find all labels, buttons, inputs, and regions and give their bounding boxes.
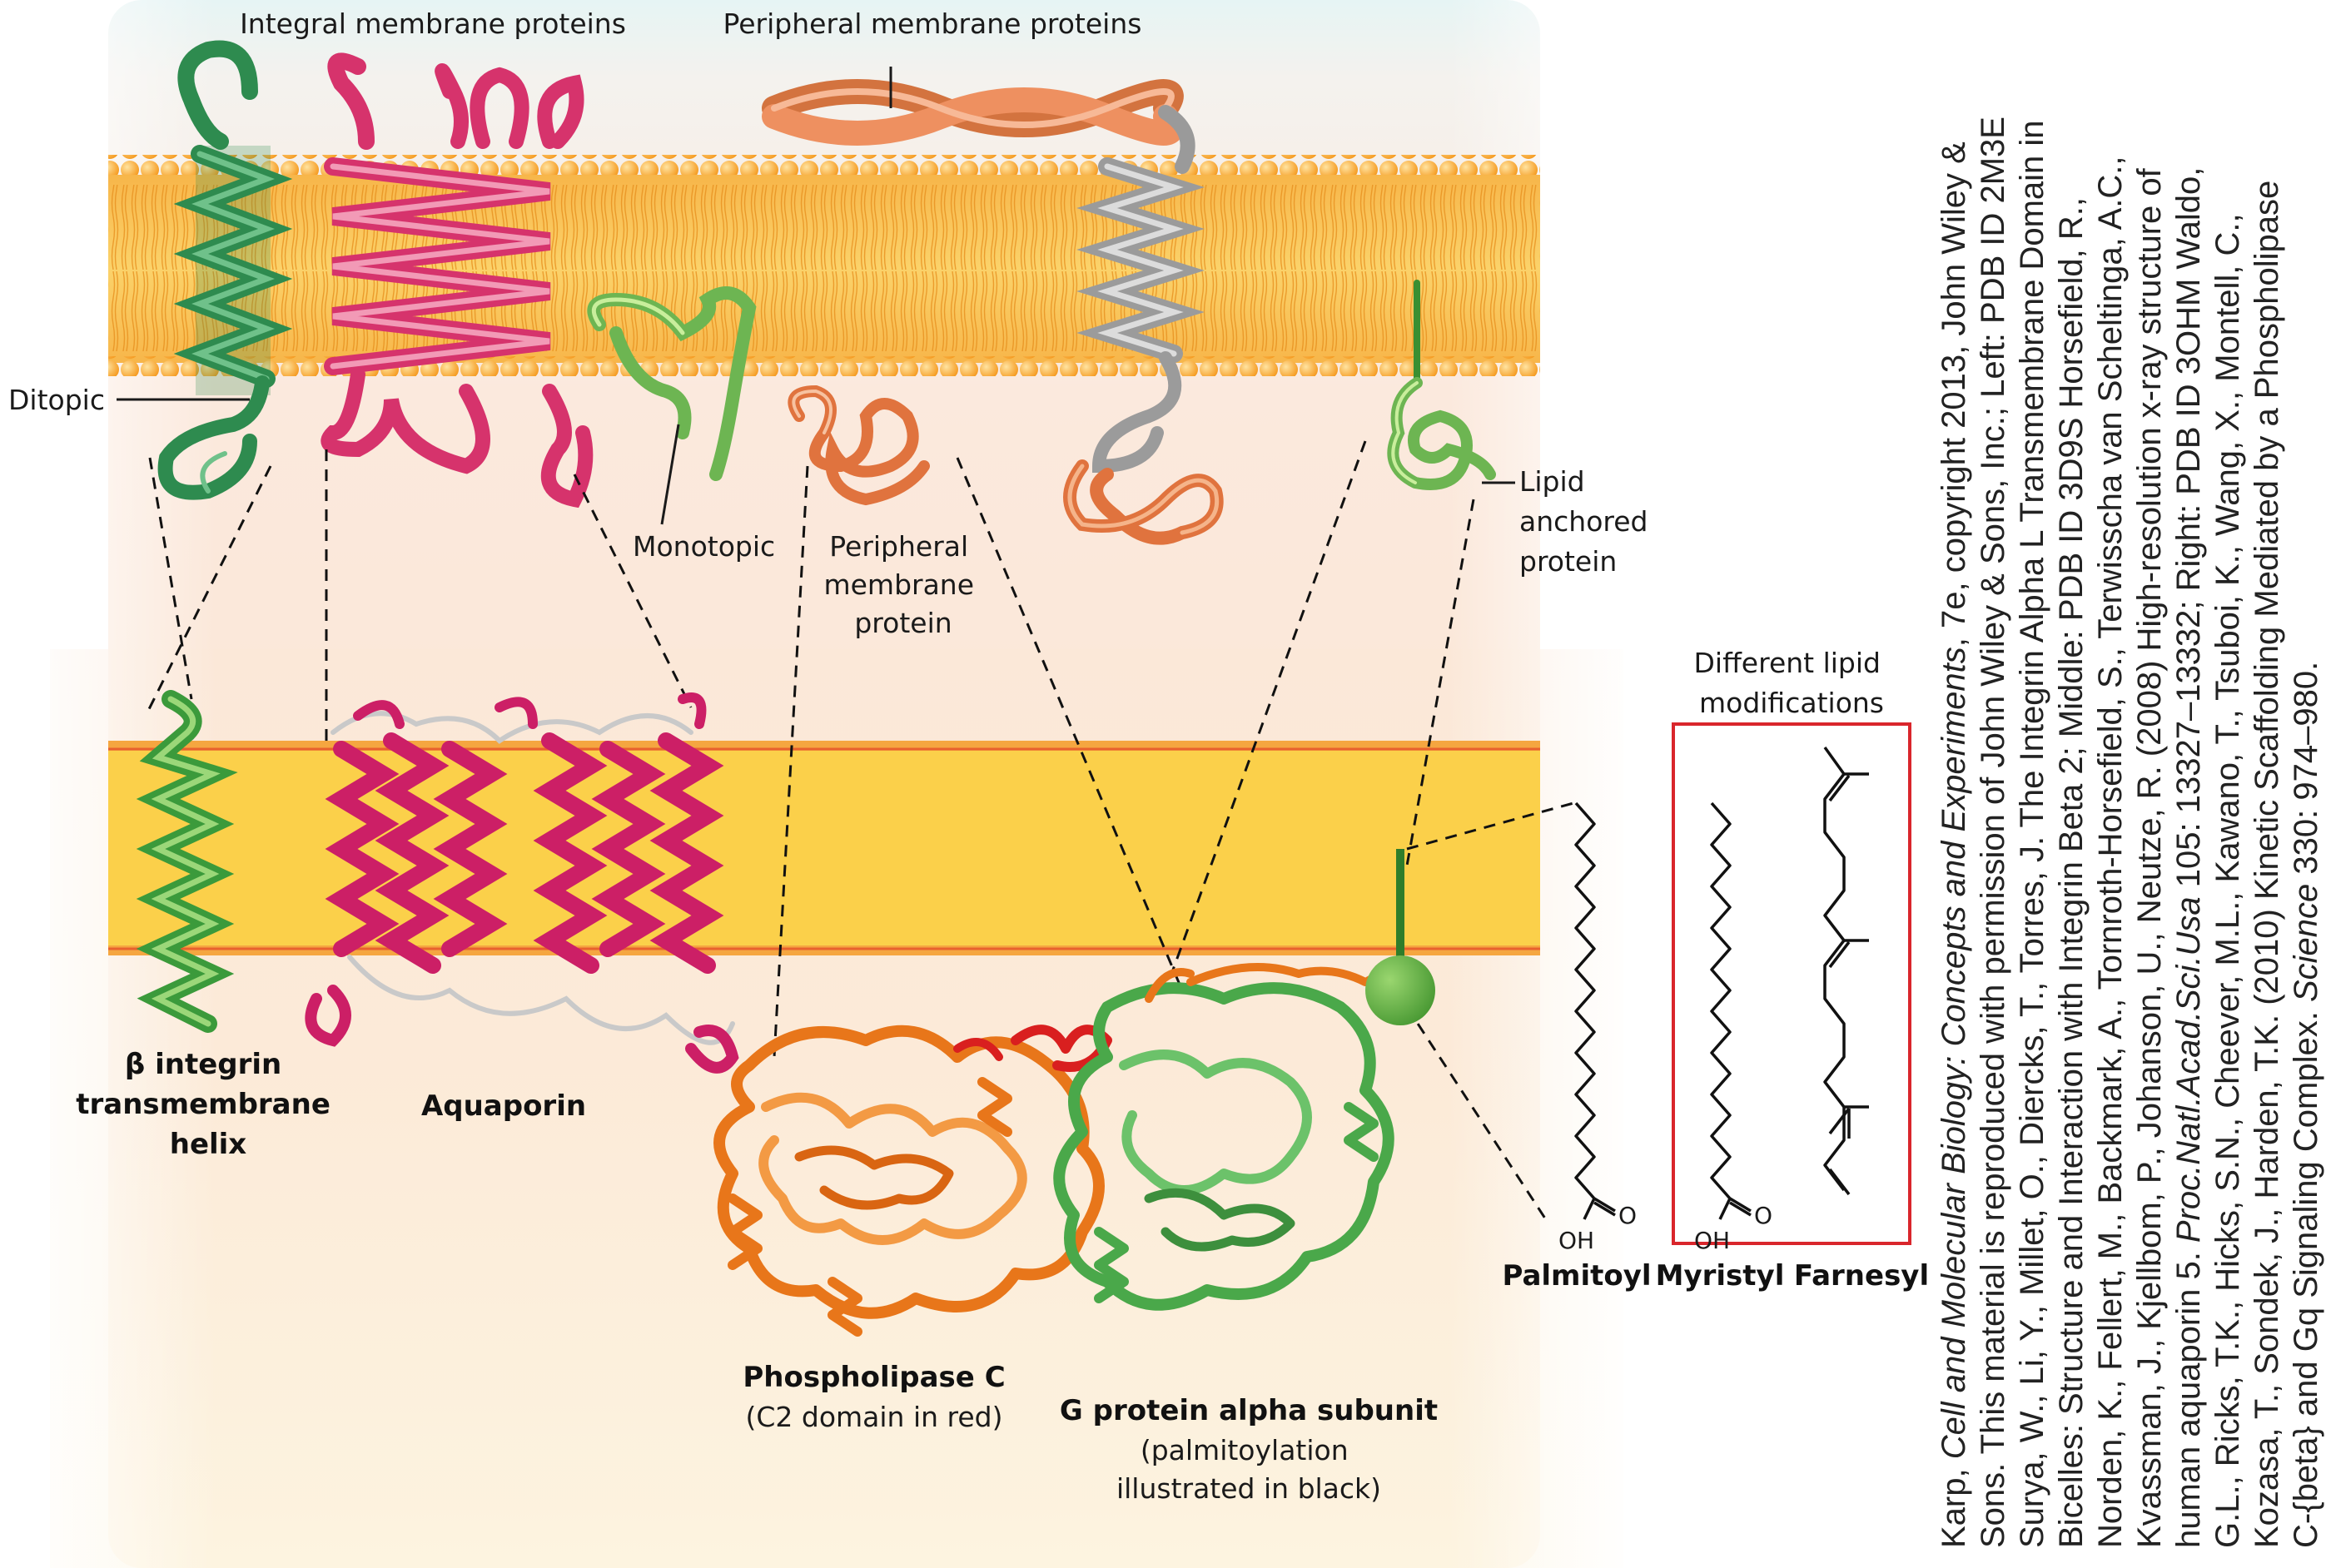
label-integral-membrane-proteins: Integral membrane proteins	[240, 7, 626, 40]
phospholipase-c-ribbon	[713, 1025, 1112, 1337]
leader-lines	[117, 67, 1515, 525]
label-aquaporin: Aquaporin	[421, 1089, 586, 1123]
aquaporin-ribbon	[305, 692, 739, 1074]
peripheral-coiled-coil-cartoon	[762, 79, 1195, 174]
peripheral-protein-cartoon	[788, 385, 930, 506]
label-ditopic: Ditopic	[8, 384, 105, 416]
farnesyl-structure	[1823, 746, 1869, 1196]
gray-transmembrane-cartoon	[1063, 157, 1224, 545]
ditopic-integrin-cartoon	[157, 40, 293, 500]
label-farnesyl: Farnesyl	[1794, 1259, 1929, 1293]
lipid-modifications-box	[1672, 722, 1911, 1245]
atom-o-myristyl: O	[1754, 1202, 1772, 1229]
zoom-dashed-lines	[144, 440, 1574, 1224]
atom-oh-palmitoyl: OH	[1558, 1227, 1594, 1254]
label-different-lipid-modifications: Different lipid modifications	[1693, 647, 1889, 719]
label-peripheral-membrane-protein: Peripheral membrane protein	[823, 530, 982, 639]
label-lipid-anchored-protein: Lipid anchored protein	[1519, 465, 1657, 578]
label-phospholipase-c: Phospholipase C	[743, 1361, 1005, 1394]
label-g-protein-alpha: G protein alpha subunit	[1060, 1394, 1438, 1427]
credit-line-9: C-{beta} and Gq Signaling Complex. Scien…	[2288, 662, 2324, 1548]
monotopic-cartoon	[587, 286, 757, 481]
credit-line-7: G.L., Ricks, T.K., Hicks, S.N., Cheever,…	[2209, 213, 2246, 1548]
myristyl-structure	[1710, 801, 1752, 1220]
label-c2-domain-note: (C2 domain in red)	[745, 1401, 1002, 1433]
lipid-bilayer-top	[108, 155, 1540, 376]
credit-line-8: Kozasa, T., Sondek, J., Harden, T.K. (20…	[2249, 181, 2285, 1548]
credit-text: Karp, Cell and Molecular Biology: Concep…	[1936, 117, 2324, 1548]
label-palmitoylation-note: (palmitoylation illustrated in black)	[1116, 1434, 1381, 1505]
lipid-bilayer-lower	[108, 741, 1540, 955]
palmitoyl-structure	[1574, 801, 1616, 1220]
label-palmitoyl: Palmitoyl	[1502, 1259, 1651, 1293]
credit-line-1: Sons. This material is reproduced with p…	[1975, 117, 2011, 1548]
aquaporin-cartoon	[321, 52, 594, 509]
lipid-anchored-cartoon	[1387, 280, 1496, 490]
credit-line-3: Bicelles: Structure and Interaction with…	[2053, 197, 2090, 1548]
beta-integrin-helix	[136, 690, 238, 1033]
label-peripheral-membrane-proteins: Peripheral membrane proteins	[723, 7, 1142, 40]
credit-line-4: Norden, K., Fellert, M., Backmark, A., T…	[2092, 156, 2129, 1548]
credit-line-2: Surya, W., Li, Y., Millet, O., Diercks, …	[2014, 120, 2050, 1548]
atom-o-palmitoyl: O	[1618, 1202, 1637, 1229]
label-myristyl: Myristyl	[1656, 1259, 1785, 1293]
credit-line-0: Karp, Cell and Molecular Biology: Concep…	[1936, 141, 1972, 1548]
label-monotopic: Monotopic	[633, 530, 775, 563]
label-beta-integrin: β integrin transmembrane helix	[76, 1048, 340, 1161]
credit-line-6: human aquaporin 5. Proc.Natl.Acad.Sci.Us…	[2170, 167, 2207, 1548]
credit-line-5: Kvassman, J., Kjellbom, P., Johanson, U.…	[2131, 167, 2168, 1548]
atom-oh-myristyl: OH	[1694, 1227, 1730, 1254]
palmitoyl-anchor	[1365, 849, 1435, 1025]
